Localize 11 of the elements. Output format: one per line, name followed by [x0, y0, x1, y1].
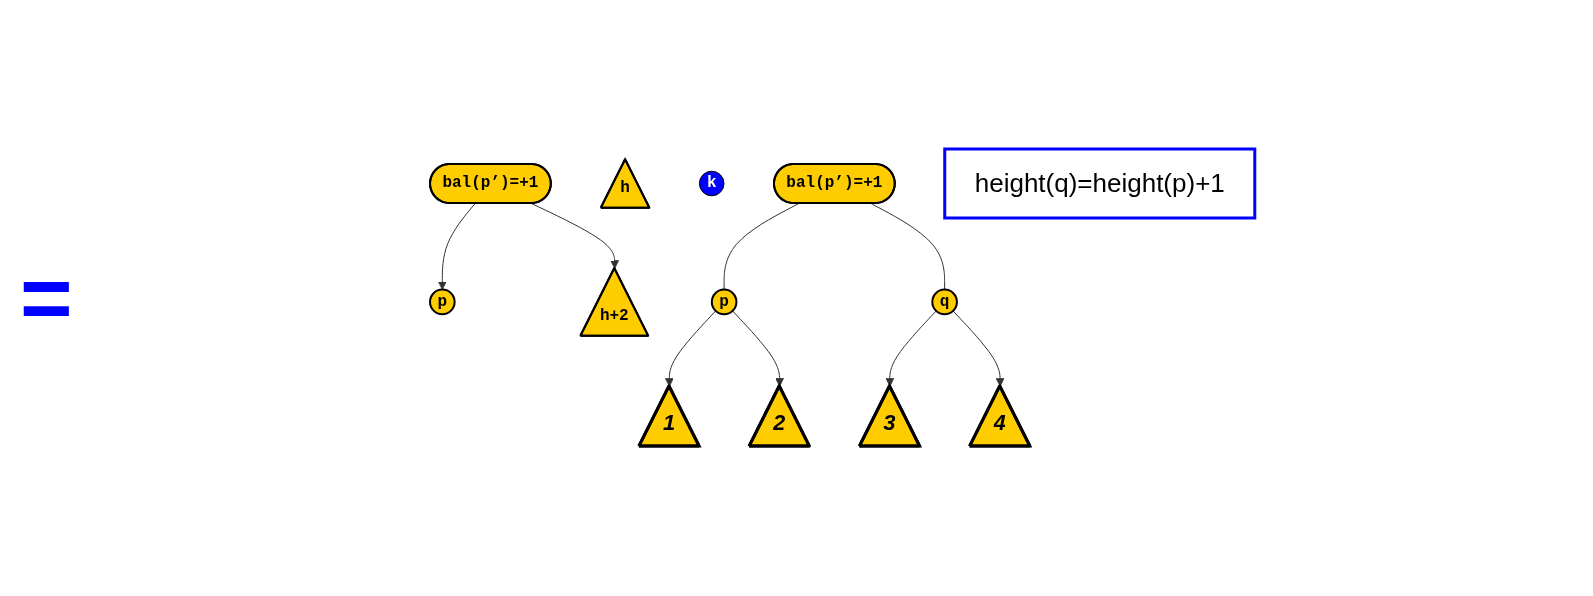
- node-circle: q: [931, 289, 959, 316]
- node-circle: p: [429, 289, 456, 316]
- connector: [870, 203, 946, 291]
- node-box: height(q)=height(p)+1: [943, 147, 1257, 220]
- connector: [724, 203, 800, 291]
- node-circle: k: [699, 171, 725, 197]
- arrow: [732, 310, 785, 388]
- arrow: [531, 203, 620, 270]
- node-circle: p: [711, 289, 738, 316]
- arrow: [438, 203, 477, 291]
- equals-sign: =: [20, 247, 73, 348]
